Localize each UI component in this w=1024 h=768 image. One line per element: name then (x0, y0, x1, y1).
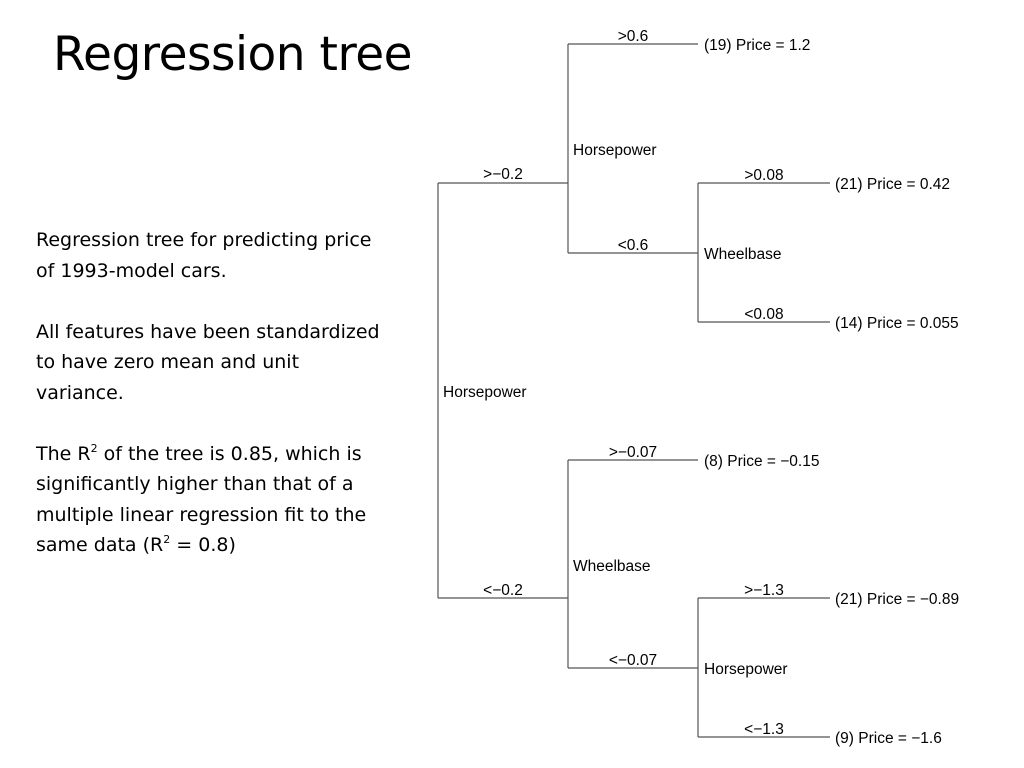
root-low-edge-label: <−0.2 (483, 582, 523, 599)
lower-high-edge-label: >−0.07 (609, 444, 657, 461)
description-paragraph-1: Regression tree for predicting price of … (36, 229, 372, 282)
description-text: Regression tree for predicting price of … (36, 225, 386, 591)
lower-horsepower-high-edge-label: >−1.3 (744, 582, 784, 599)
r2-text-part-1: The R (36, 442, 91, 465)
leaf-nodes: (19) Price = 1.2 (21) Price = 0.42 (14) … (704, 37, 959, 747)
leaf-node: (9) Price = −1.6 (835, 730, 942, 747)
r2-superscript-2: 2 (163, 533, 171, 546)
lower-wheelbase-split: Wheelbase >−0.07 <−0.07 (567, 444, 698, 669)
description-paragraph-3: The R2 of the tree is 0.85, which is sig… (36, 439, 386, 561)
lower-split-feature: Wheelbase (573, 558, 651, 575)
r2-text-part-2: of the tree is 0.85, which is significan… (36, 442, 367, 557)
upper-horsepower-split: Horsepower >0.6 <0.6 (567, 28, 698, 254)
root-split: Horsepower >−0.2 <−0.2 (437, 166, 568, 599)
slide-title: Regression tree (53, 27, 413, 82)
description-paragraph-2: All features have been standardized to h… (36, 320, 380, 404)
lower-horsepower-split: Horsepower >−1.3 <−1.3 (697, 582, 830, 738)
leaf-node: (21) Price = −0.89 (835, 591, 959, 608)
upper-split-feature: Horsepower (573, 142, 657, 159)
upper-wheelbase-split: Wheelbase >0.08 <0.08 (697, 167, 830, 323)
r2-superscript-1: 2 (90, 441, 98, 455)
lower-horsepower-low-edge-label: <−1.3 (744, 721, 784, 738)
r2-text-part-3: = 0.8) (170, 534, 236, 556)
leaf-node: (8) Price = −0.15 (704, 453, 819, 470)
leaf-node: (19) Price = 1.2 (704, 37, 810, 54)
lower-horsepower-feature: Horsepower (704, 661, 788, 678)
upper-low-edge-label: <0.6 (618, 237, 649, 254)
leaf-node: (21) Price = 0.42 (835, 176, 950, 193)
leaf-node: (14) Price = 0.055 (835, 315, 959, 332)
lower-low-edge-label: <−0.07 (609, 652, 657, 669)
root-split-feature: Horsepower (443, 384, 527, 401)
upper-high-edge-label: >0.6 (618, 28, 649, 45)
upper-wheelbase-high-edge-label: >0.08 (744, 167, 783, 184)
root-high-edge-label: >−0.2 (483, 166, 523, 183)
upper-wheelbase-low-edge-label: <0.08 (744, 306, 783, 323)
upper-wheelbase-feature: Wheelbase (704, 246, 782, 263)
